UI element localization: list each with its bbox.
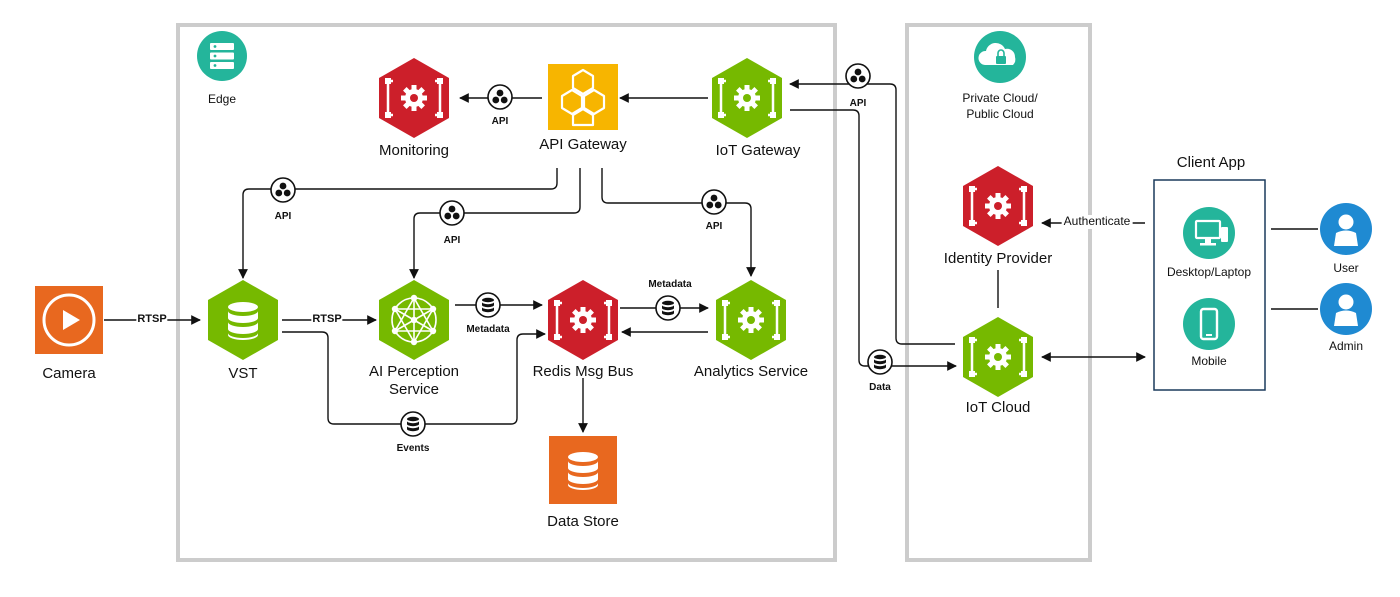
client-app-title: Client App [1176,154,1246,171]
ai-perception-label-line2: Service [388,381,440,398]
api-label: API [443,235,461,246]
ai-perception-label-line1: AI Perception [368,363,460,380]
iot-gateway-label: IoT Gateway [715,142,801,159]
ai-perception-icon [379,280,449,360]
edge-zone-label: Edge [207,92,237,106]
redis-msg-bus-icon [548,280,618,360]
iot-cloud-label: IoT Cloud [965,399,1031,416]
connector-apigw-vst [238,168,558,279]
cloud-zone-label-line2: Public Cloud [966,107,1034,121]
api-icon [845,63,871,89]
cloud-zone-box [905,23,1092,562]
data-store-icon [549,436,617,504]
data-store-label: Data Store [547,513,619,530]
identity-provider-label: Identity Provider [943,250,1053,267]
mobile-icon [1183,298,1235,350]
monitoring-icon [379,58,449,138]
metadata-label: Metadata [466,324,510,335]
api-icon [270,177,296,203]
api-label: API [274,211,292,222]
connector-iotcloud-iotgw [789,79,955,345]
vst-icon [208,280,278,360]
api-icon [701,189,727,215]
api-label: API [705,221,723,232]
events-label: Events [396,443,430,454]
server-icon [197,31,247,81]
client-app-box [1153,179,1266,391]
database-icon [475,292,501,318]
cloud-zone-label-line1: Private Cloud/ [962,91,1038,105]
iot-gateway-icon [712,58,782,138]
data-label: Data [869,382,891,393]
vst-label: VST [228,365,258,382]
monitoring-label: Monitoring [378,142,450,159]
api-icon [439,200,465,226]
camera-icon [35,286,103,354]
rtsp-label: RTSP [136,313,168,326]
admin-label: Admin [1328,339,1364,353]
cloud-lock-icon [974,31,1026,83]
edge-zone-box [176,23,837,562]
rtsp-label: RTSP [311,313,343,326]
redis-msg-bus-label: Redis Msg Bus [532,363,634,380]
database-icon [655,295,681,321]
metadata-label: Metadata [648,279,692,290]
admin-icon [1320,283,1372,335]
camera-label: Camera [42,365,96,382]
database-icon [867,349,893,375]
desktop-laptop-icon [1183,207,1235,259]
api-gateway-label: API Gateway [539,136,627,153]
analytics-service-icon [716,280,786,360]
analytics-service-label: Analytics Service [693,363,809,380]
iot-cloud-icon [963,317,1033,397]
mobile-label: Mobile [1191,354,1227,368]
desktop-laptop-label: Desktop/Laptop [1166,265,1252,279]
api-icon [487,84,513,110]
identity-provider-icon [963,166,1033,246]
authenticate-label: Authenticate [1061,214,1133,229]
user-label: User [1333,261,1359,275]
connector-apigw-analytics [601,168,756,277]
connector-apigw-ai [409,168,581,279]
user-icon [1320,203,1372,255]
api-label: API [849,98,867,109]
api-label: API [491,116,509,127]
database-icon [400,411,426,437]
connector-iotgw-data-iotcloud [790,109,957,371]
api-gateway-icon [548,64,618,130]
